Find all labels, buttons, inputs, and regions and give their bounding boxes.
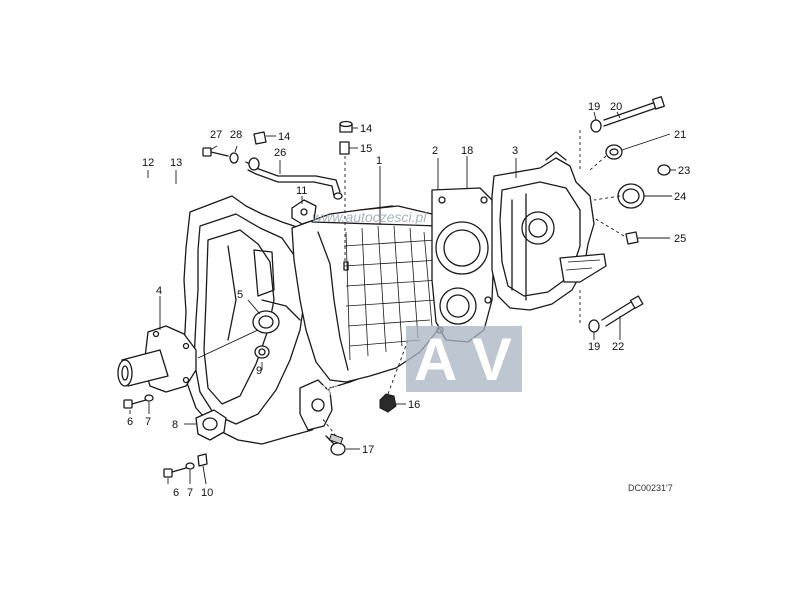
label-part-19-lower: 19 [588,341,600,353]
seal-5 [252,310,280,334]
label-part-24: 24 [674,191,686,203]
label-part-2: 2 [432,145,438,157]
label-part-20: 20 [610,101,622,113]
plug-17 [325,433,346,456]
label-part-11: 11 [296,185,307,197]
label-part-15: 15 [360,143,372,155]
bolt-27 [202,147,229,157]
leader-lines [129,111,676,485]
label-part-1: 1 [376,155,382,167]
watermark-letters: A V [414,326,512,393]
sender-11 [291,199,317,225]
plug-23 [657,164,671,176]
screw-6-lower [163,453,208,478]
seal-21 [605,144,623,160]
bushing-9 [254,345,270,359]
label-part-25: 25 [674,233,686,245]
label-part-27: 27 [210,129,222,141]
cap-14-center [339,120,353,133]
label-part-21: 21 [674,129,686,141]
label-part-23: 23 [678,165,690,177]
plug-16 [379,393,397,413]
watermark-url: www.autoczesci.pl [312,209,427,225]
label-part-26: 26 [274,147,286,159]
watermark-caption: Części BMW [312,381,381,395]
label-part-6-lower: 6 [173,487,179,499]
label-part-14-center: 14 [360,123,372,135]
rear-housing [491,151,607,311]
label-part-17: 17 [362,444,374,456]
guide-sleeve [117,325,197,393]
label-part-13: 13 [170,157,182,169]
seal-ring-8 [195,409,227,441]
washer-28 [229,152,239,164]
label-part-10: 10 [201,487,213,499]
label-part-18: 18 [461,145,473,157]
label-part-16: 16 [408,399,420,411]
label-part-28: 28 [230,129,242,141]
radial-seal-24 [617,183,645,209]
label-part-4: 4 [156,285,162,297]
label-part-9: 9 [256,365,262,377]
label-part-19-upper: 19 [588,101,600,113]
label-part-8: 8 [172,419,178,431]
label-part-6-upper: 6 [127,416,133,428]
washer-19-lower [588,319,600,333]
label-part-22: 22 [612,341,624,353]
bolt-22 [601,295,644,327]
part-labels: 1 2 3 4 5 6 7 8 9 6 7 10 11 12 13 14 15 … [127,101,690,499]
label-part-14-left: 14 [278,131,290,143]
label-part-12: 12 [142,157,154,169]
washer-19-upper [590,119,602,133]
plug-25 [625,231,639,245]
watermark: www.autoczesci.pl A V Części BMW [312,209,522,395]
intermediate-plate [431,187,495,343]
label-part-7-upper: 7 [145,416,151,428]
label-part-5: 5 [237,289,243,301]
screw-6-upper [123,394,154,409]
label-part-7-lower: 7 [187,487,193,499]
breather-tube [245,157,343,200]
cap-14-left [253,131,267,145]
bolt-20 [603,96,665,127]
label-part-3: 3 [512,145,518,157]
diagram-code: DC00231'7 [628,483,673,493]
